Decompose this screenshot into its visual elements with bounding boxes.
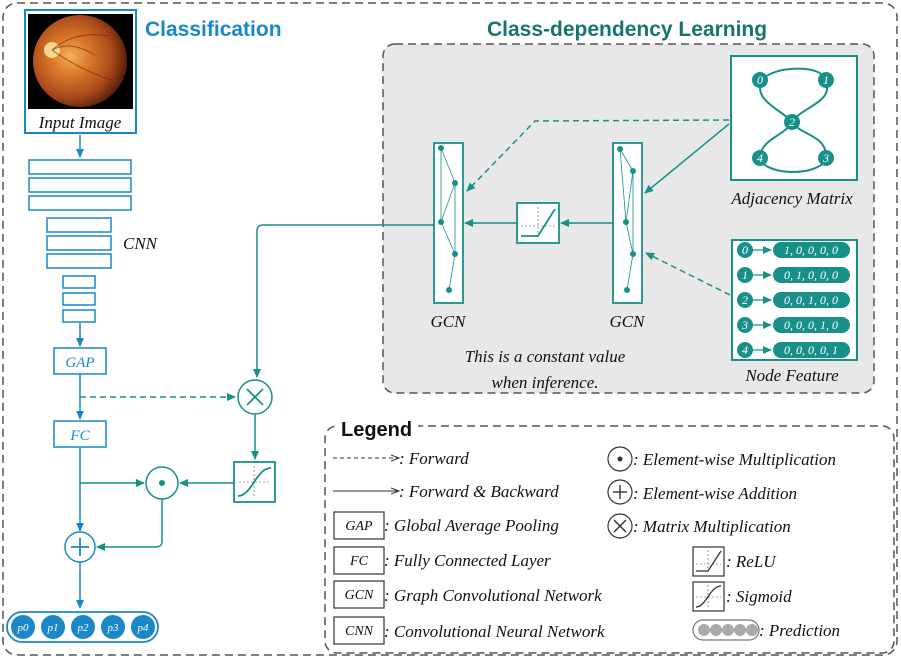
prediction-label: p1 [47, 622, 59, 634]
gap-label: GAP [65, 355, 94, 371]
graph-node-2: 2 [789, 115, 795, 129]
legend-gap-desc: : Global Average Pooling [384, 516, 559, 535]
legend-fc-desc: : Fully Connected Layer [384, 551, 551, 570]
legend-forward-backward-text: : Forward & Backward [399, 482, 559, 501]
prediction-cell [41, 615, 65, 639]
constant-note-line1: This is a constant value [465, 347, 626, 366]
fc-box [53, 420, 107, 448]
node-feature-vector: 0, 1, 0, 0, 0 [784, 268, 838, 282]
prediction-cell [131, 615, 155, 639]
node-feature-id: 1 [742, 268, 748, 282]
legend-title: Legend [341, 419, 412, 441]
prediction-label: p0 [17, 622, 30, 634]
legend-relu-text: : ReLU [726, 552, 777, 571]
fc-label: FC [69, 428, 90, 444]
cnn-label: CNN [123, 234, 159, 253]
node-feature-vector-pill [773, 242, 850, 258]
adjacency-matrix: 0 1 2 4 3 [730, 55, 858, 181]
input-image-label: Input Image [38, 113, 122, 132]
prediction-bar: p0 p1 p2 p3 p4 [6, 611, 159, 643]
gcn-left-block [433, 142, 464, 304]
node-feature: 0 1, 0, 0, 0, 0 1 0, 1, 0, 0, 0 2 0, 0, 1, 0,… [731, 239, 858, 361]
node-feature-vector: 0, 0, 0, 0, 1 [784, 343, 838, 357]
prediction-cell [11, 615, 35, 639]
legend-cnn-desc: : Convolutional Neural Network [384, 622, 605, 641]
gcn-right-block [612, 142, 643, 304]
prediction-label: p3 [107, 622, 120, 634]
legend-fc-box-label: FC [349, 554, 369, 569]
legend-relu-icon [692, 546, 725, 577]
legend-sigmoid-text: : Sigmoid [726, 587, 792, 606]
node-feature-vector-pill [773, 342, 850, 358]
node-feature-id-dot [737, 242, 753, 258]
input-image [24, 9, 137, 134]
node-feature-vector: 1, 0, 0, 0, 0 [784, 243, 838, 257]
legend-prediction-icon [692, 619, 760, 641]
legend-gap-box-label: GAP [345, 519, 373, 534]
node-feature-id-dot [737, 317, 753, 333]
legend-elem-mult-text: : Element-wise Multiplication [633, 450, 836, 469]
constant-note-line2: when inference. [492, 373, 599, 392]
adjacency-matrix-label: Adjacency Matrix [730, 189, 853, 208]
legend-fc-box [333, 546, 385, 575]
node-feature-vector-pill [773, 317, 850, 333]
legend-gcn-box [333, 580, 385, 609]
node-feature-id-dot [737, 342, 753, 358]
legend-gcn-desc: : Graph Convolutional Network [384, 586, 602, 605]
node-feature-label: Node Feature [744, 366, 839, 385]
legend-matrix-mult-icon [607, 513, 633, 539]
graph-node-4: 4 [757, 151, 763, 165]
legend-forward-text: : Forward [399, 449, 469, 468]
sigmoid-box [233, 461, 276, 503]
node-feature-vector: 0, 0, 1, 0, 0 [784, 293, 838, 307]
node-feature-vector-pill [773, 267, 850, 283]
legend-gcn-box-label: GCN [345, 588, 374, 603]
node-feature-id: 3 [741, 318, 748, 332]
legend-gap-box [333, 511, 385, 540]
class-dependency-title: Class-dependency Learning [487, 18, 767, 41]
legend-prediction-text: : Prediction [759, 621, 840, 640]
gcn-left-label: GCN [431, 312, 468, 331]
graph-node-0: 0 [757, 73, 763, 87]
prediction-cell [71, 615, 95, 639]
matrix-multiplication-op [237, 379, 273, 415]
legend-elem-add-icon [607, 479, 633, 505]
node-feature-vector: 0, 0, 0, 1, 0 [784, 318, 838, 332]
cnn-block [28, 159, 132, 323]
classification-title: Classification [145, 18, 282, 41]
node-feature-id: 4 [742, 343, 748, 357]
node-feature-id-dot [737, 267, 753, 283]
element-wise-multiplication-op [145, 466, 179, 500]
legend-panel [324, 425, 895, 654]
legend-elem-mult-icon [607, 446, 633, 472]
legend-cnn-box [333, 616, 385, 645]
legend-sigmoid-icon [692, 581, 725, 612]
legend-cnn-box-label: CNN [345, 624, 374, 639]
graph-node-3: 3 [822, 151, 829, 165]
node-feature-id: 0 [742, 243, 748, 257]
prediction-cell [101, 615, 125, 639]
prediction-label: p2 [77, 622, 90, 634]
gcn-right-label: GCN [610, 312, 647, 331]
graph-node-1: 1 [823, 73, 829, 87]
relu-box [516, 202, 560, 244]
element-wise-addition-op [64, 531, 96, 563]
node-feature-id: 2 [742, 293, 748, 307]
node-feature-vector-pill [773, 292, 850, 308]
legend-elem-add-text: : Element-wise Addition [633, 484, 797, 503]
prediction-label: p4 [137, 622, 150, 634]
legend-matrix-mult-text: : Matrix Multiplication [633, 517, 791, 536]
node-feature-id-dot [737, 292, 753, 308]
